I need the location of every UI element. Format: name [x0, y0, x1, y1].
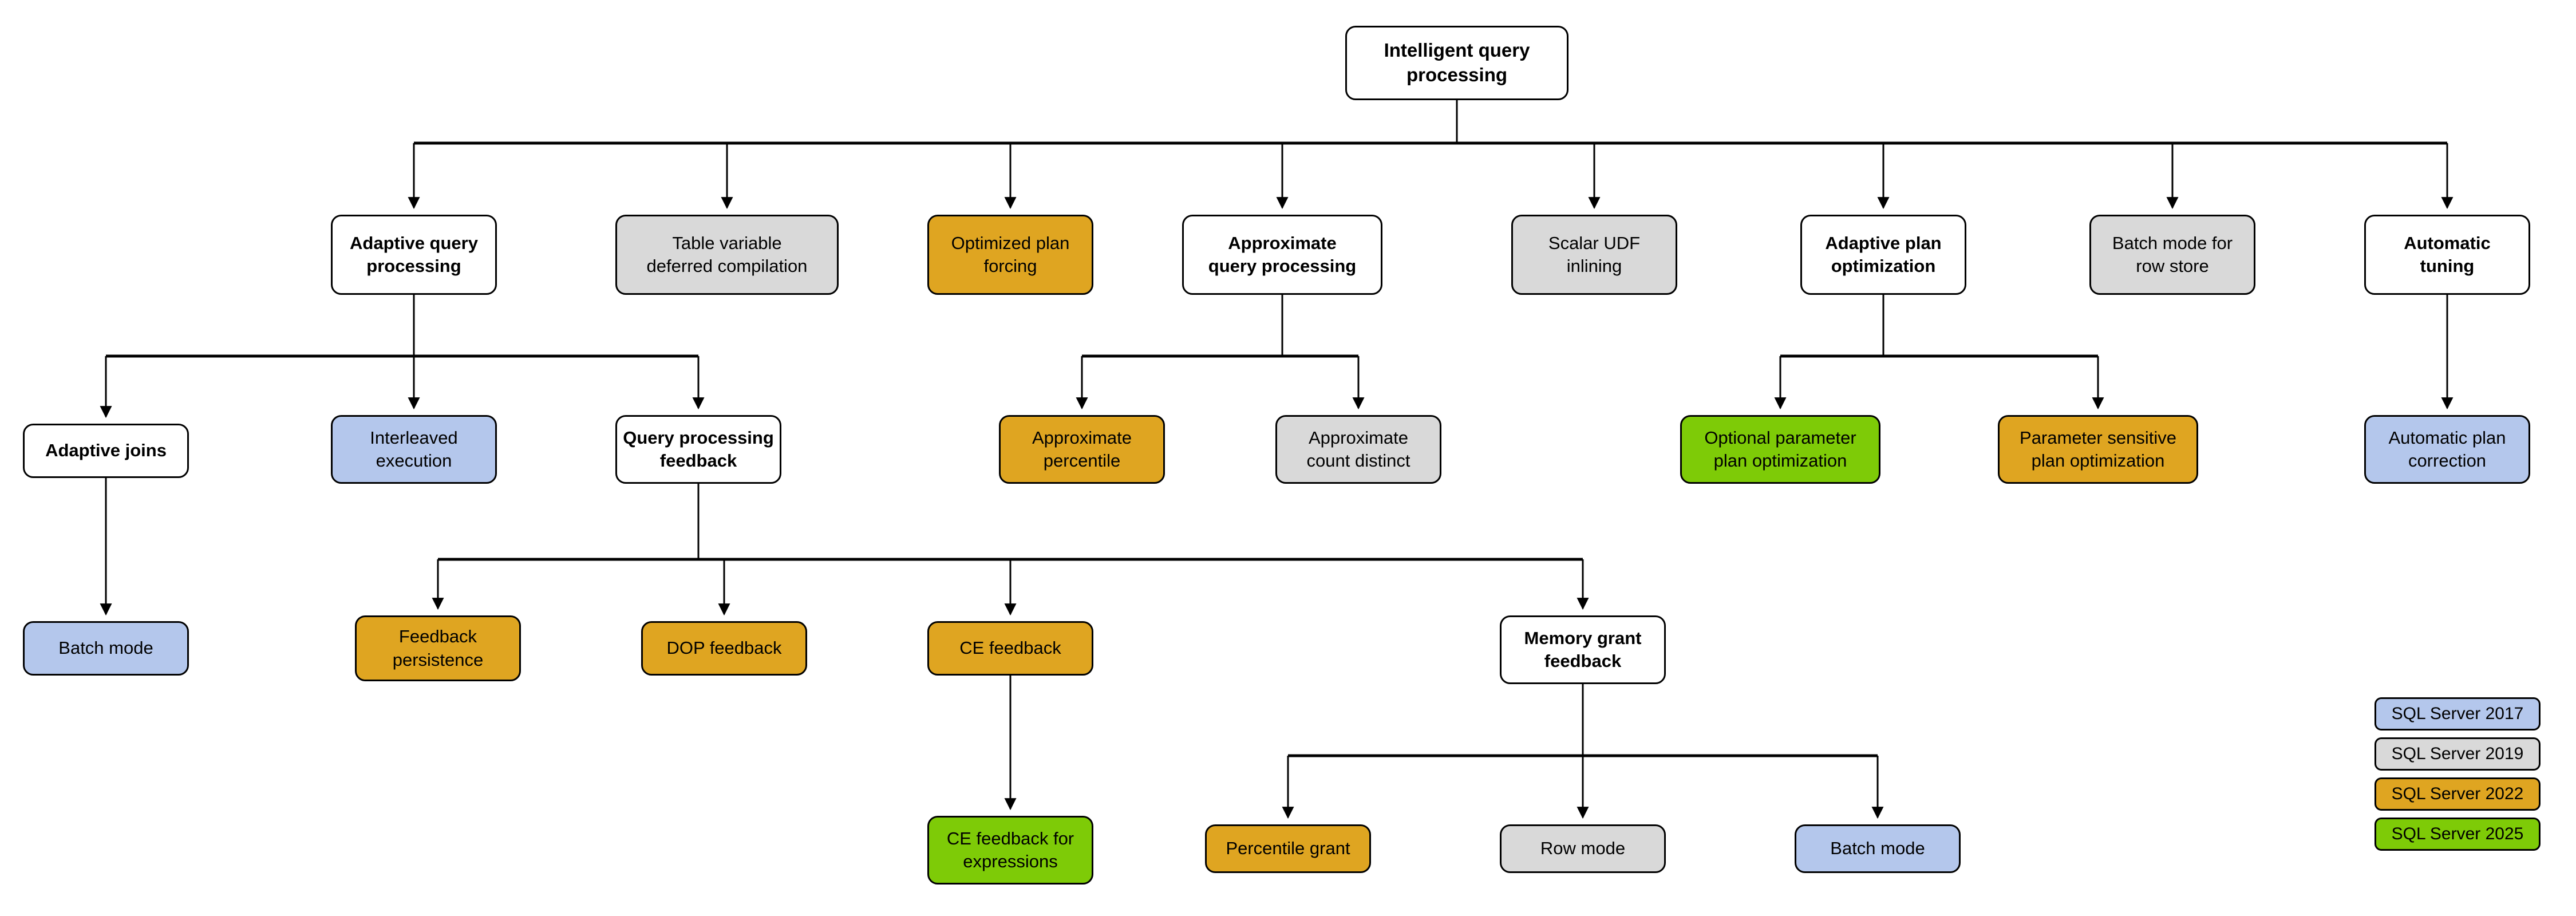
node-label: Row mode	[1540, 838, 1626, 859]
node-pctgrant[interactable]: Percentile grant	[1205, 824, 1371, 873]
node-label: Automatic plan correction	[2388, 427, 2506, 471]
node-mgf[interactable]: Memory grant feedback	[1500, 615, 1666, 684]
node-adaptivejoins[interactable]: Adaptive joins	[23, 424, 189, 478]
node-aqp[interactable]: Adaptive query processing	[331, 215, 497, 295]
node-approxpct[interactable]: Approximate percentile	[999, 415, 1165, 484]
node-oppo[interactable]: Optional parameter plan optimization	[1680, 415, 1880, 484]
node-label: Batch mode for row store	[2112, 232, 2233, 276]
node-tvdc[interactable]: Table variable deferred compilation	[615, 215, 839, 295]
node-apc[interactable]: Automatic plan correction	[2364, 415, 2530, 484]
node-label: Interleaved execution	[370, 427, 458, 471]
node-label: Optional parameter plan optimization	[1704, 427, 1856, 471]
node-label: Table variable deferred compilation	[646, 232, 808, 276]
node-apo[interactable]: Adaptive plan optimization	[1800, 215, 1966, 295]
node-label: CE feedback	[959, 638, 1061, 658]
node-batchmode1[interactable]: Batch mode	[23, 621, 189, 676]
node-label: Query processing feedback	[623, 427, 774, 471]
node-label: DOP feedback	[666, 638, 782, 658]
node-interleaved[interactable]: Interleaved execution	[331, 415, 497, 484]
legend-item-sql-server-2017: SQL Server 2017	[2374, 697, 2541, 731]
node-label: Batch mode	[1830, 838, 1925, 859]
legend-item-label: SQL Server 2022	[2391, 784, 2524, 803]
node-udf[interactable]: Scalar UDF inlining	[1511, 215, 1677, 295]
node-label: Percentile grant	[1226, 838, 1350, 859]
node-pspo[interactable]: Parameter sensitive plan optimization	[1998, 415, 2198, 484]
node-label: Feedback persistence	[392, 626, 484, 670]
node-label: Approximate count distinct	[1306, 427, 1411, 471]
node-label: Approximate percentile	[1032, 427, 1132, 471]
node-label: Adaptive joins	[45, 440, 167, 461]
node-label: Batch mode	[58, 638, 153, 658]
node-autotune[interactable]: Automatic tuning	[2364, 215, 2530, 295]
legend-item-label: SQL Server 2025	[2391, 824, 2524, 843]
node-opf[interactable]: Optimized plan forcing	[927, 215, 1093, 295]
node-label: Memory grant feedback	[1524, 627, 1642, 671]
node-cefbexpr[interactable]: CE feedback for expressions	[927, 816, 1093, 885]
node-label: Automatic tuning	[2404, 232, 2491, 276]
node-label: Parameter sensitive plan optimization	[2020, 427, 2176, 471]
node-label: Optimized plan forcing	[951, 232, 1070, 276]
node-approxqp[interactable]: Approximate query processing	[1182, 215, 1382, 295]
node-label: Scalar UDF inlining	[1548, 232, 1641, 276]
node-batchmode2[interactable]: Batch mode	[1795, 824, 1961, 873]
legend-item-label: SQL Server 2019	[2391, 744, 2524, 763]
node-qpf[interactable]: Query processing feedback	[615, 415, 781, 484]
legend-item-sql-server-2019: SQL Server 2019	[2374, 737, 2541, 771]
node-label: Adaptive plan optimization	[1825, 232, 1942, 276]
legend-item-label: SQL Server 2017	[2391, 704, 2524, 723]
node-bmrs[interactable]: Batch mode for row store	[2089, 215, 2255, 295]
node-dopfb[interactable]: DOP feedback	[641, 621, 807, 676]
node-label: Approximate query processing	[1208, 232, 1357, 276]
node-root[interactable]: Intelligent query processing	[1345, 26, 1568, 100]
node-approxcd[interactable]: Approximate count distinct	[1275, 415, 1441, 484]
node-fbpersist[interactable]: Feedback persistence	[355, 615, 521, 681]
legend-item-sql-server-2025: SQL Server 2025	[2374, 818, 2541, 851]
node-rowmode[interactable]: Row mode	[1500, 824, 1666, 873]
node-label: Intelligent query processing	[1384, 40, 1530, 85]
node-label: Adaptive query processing	[350, 232, 478, 276]
node-label: CE feedback for expressions	[946, 828, 1074, 871]
legend-item-sql-server-2022: SQL Server 2022	[2374, 777, 2541, 811]
node-cefb[interactable]: CE feedback	[927, 621, 1093, 676]
